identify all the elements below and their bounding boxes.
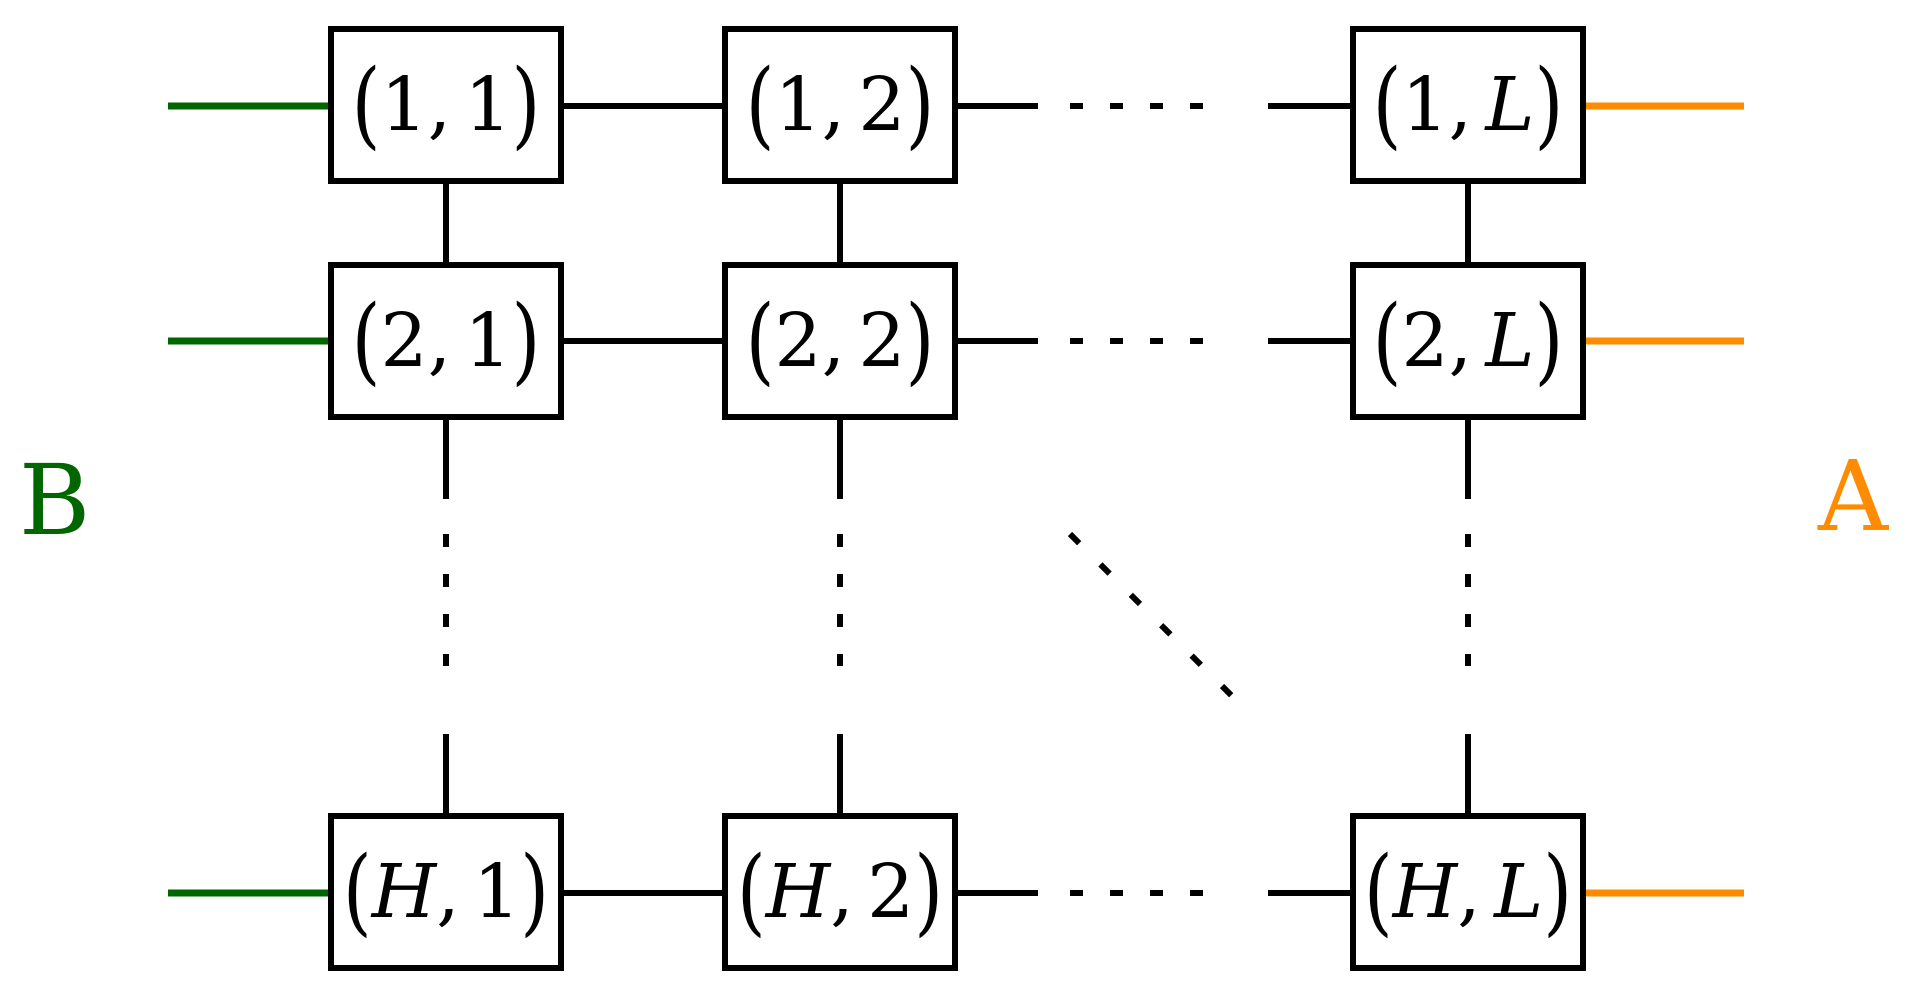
open-paren: (	[1363, 836, 1393, 947]
col-index: L	[1494, 849, 1544, 935]
col-index: 1	[464, 298, 512, 384]
open-paren: (	[342, 836, 372, 947]
comma: ,	[427, 298, 452, 384]
close-paren: )	[511, 49, 541, 160]
comma: ,	[1448, 62, 1473, 148]
grid-node-1-L: (1,L)	[1350, 26, 1586, 184]
row-index: H	[1392, 849, 1458, 935]
grid-node-H-L: (H,L)	[1350, 813, 1586, 971]
close-paren: )	[1534, 49, 1564, 160]
col-index: 1	[473, 849, 521, 935]
close-paren: )	[1543, 836, 1573, 947]
row-index: 1	[1401, 62, 1449, 148]
row-index: 1	[380, 62, 428, 148]
col-index: 1	[464, 62, 512, 148]
grid-node-1-2: (1,2)	[722, 26, 958, 184]
row-index: 1	[774, 62, 822, 148]
col-index: L	[1485, 298, 1535, 384]
grid-node-2-L: (2,L)	[1350, 262, 1586, 420]
right-boundary-label-A: A	[1818, 440, 1889, 553]
open-paren: (	[351, 285, 381, 396]
col-index: L	[1485, 62, 1535, 148]
grid-node-2-1: (2,1)	[328, 262, 564, 420]
open-paren: (	[745, 285, 775, 396]
grid-node-1-1: (1,1)	[328, 26, 564, 184]
open-paren: (	[1372, 285, 1402, 396]
grid-node-2-2: (2,2)	[722, 262, 958, 420]
row-index: 2	[380, 298, 428, 384]
left-boundary-label-B: B	[19, 444, 91, 557]
close-paren: )	[905, 285, 935, 396]
comma: ,	[830, 849, 854, 935]
close-paren: )	[1534, 285, 1564, 396]
comma: ,	[821, 298, 846, 384]
row-index: H	[765, 849, 831, 935]
close-paren: )	[520, 836, 550, 947]
row-index: 2	[1401, 298, 1449, 384]
col-index: 2	[858, 62, 906, 148]
comma: ,	[1457, 849, 1481, 935]
open-paren: (	[351, 49, 381, 160]
open-paren: (	[1372, 49, 1402, 160]
grid-node-H-2: (H,2)	[722, 813, 958, 971]
col-index: 2	[867, 849, 915, 935]
open-paren: (	[745, 49, 775, 160]
comma: ,	[821, 62, 846, 148]
row-index: 2	[774, 298, 822, 384]
close-paren: )	[905, 49, 935, 160]
grid-node-H-1: (H,1)	[328, 813, 564, 971]
open-paren: (	[736, 836, 766, 947]
comma: ,	[1448, 298, 1473, 384]
comma: ,	[436, 849, 460, 935]
close-paren: )	[914, 836, 944, 947]
close-paren: )	[511, 285, 541, 396]
comma: ,	[427, 62, 452, 148]
row-index: H	[371, 849, 437, 935]
diagonal-ellipsis	[1067, 531, 1243, 707]
col-index: 2	[858, 298, 906, 384]
